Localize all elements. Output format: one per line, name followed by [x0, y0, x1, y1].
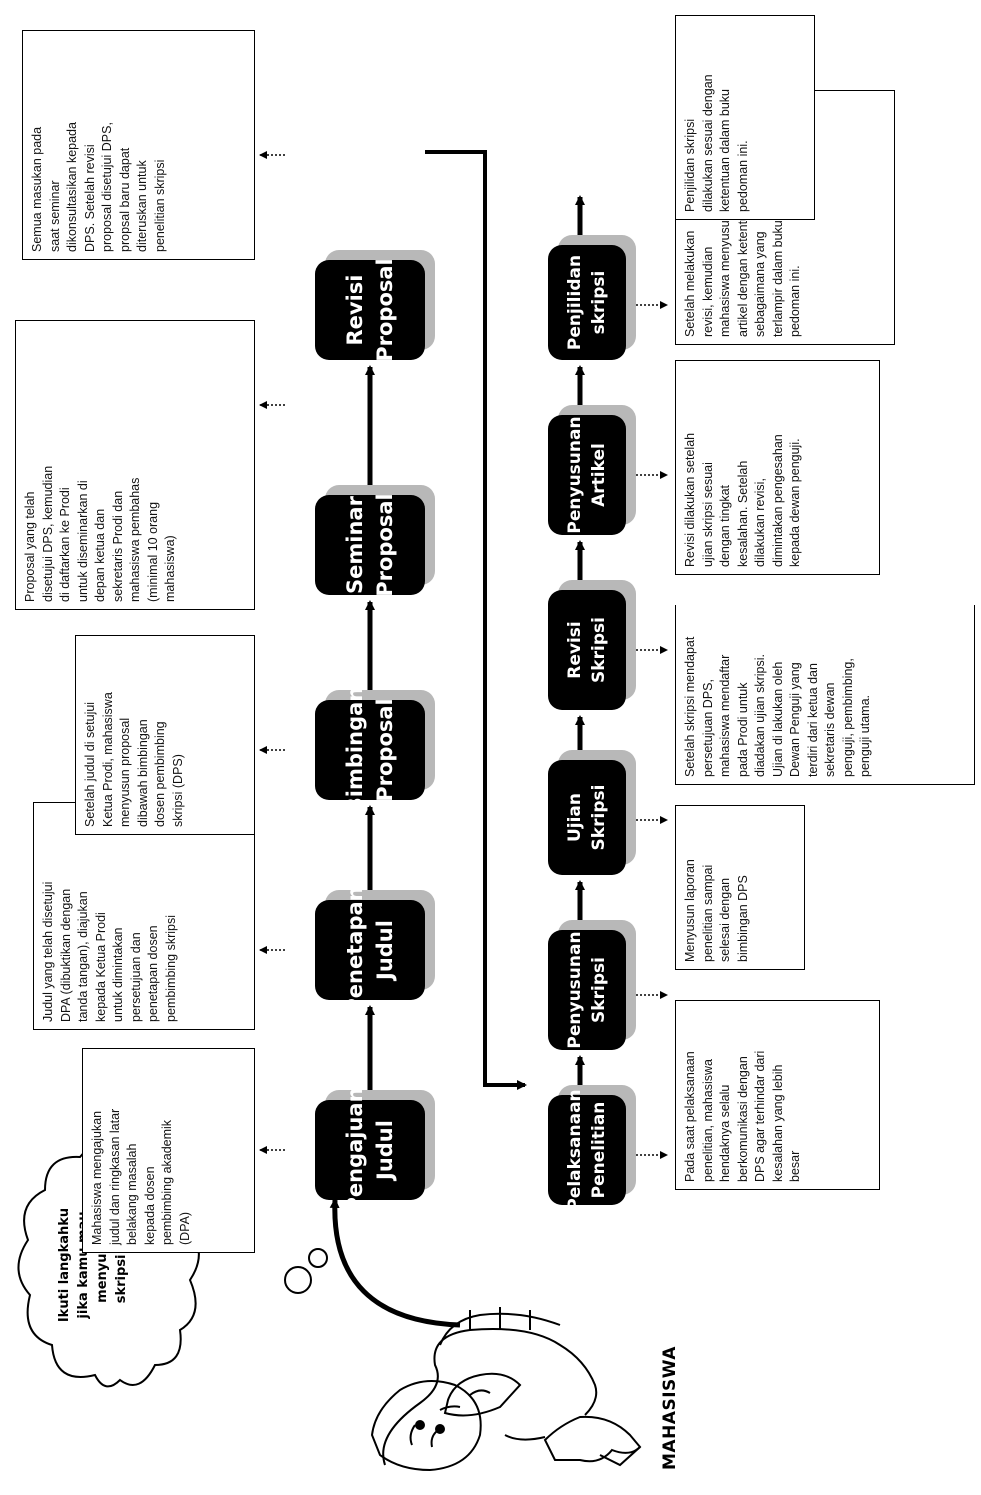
start-arrow [329, 1198, 461, 1328]
connector-to-research [425, 150, 527, 1090]
student-mascot-illustration [370, 1307, 642, 1472]
mascot-caption: MAHASISWA [660, 1346, 680, 1470]
